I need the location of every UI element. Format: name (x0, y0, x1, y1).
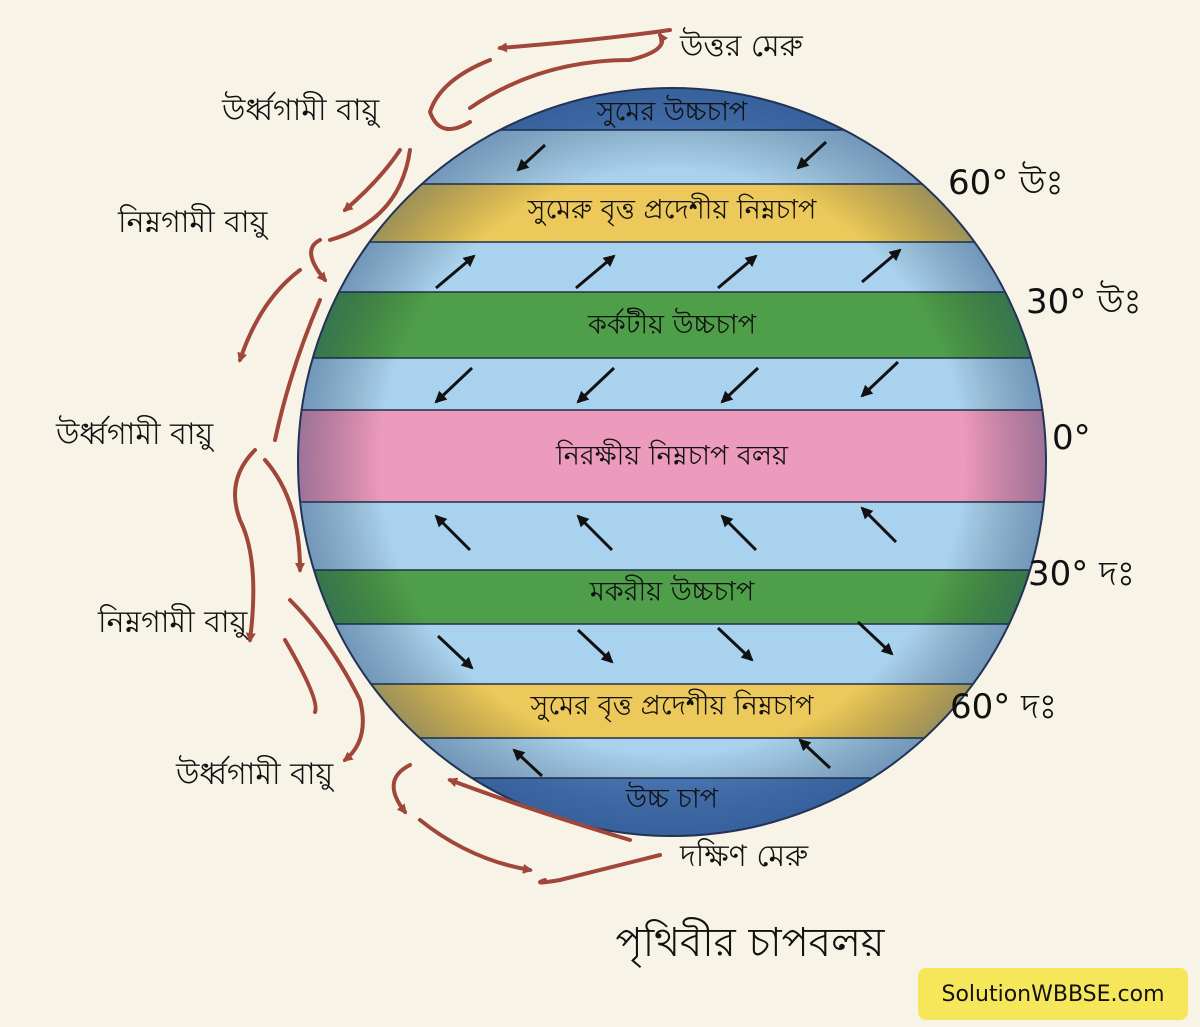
circ-arrow (273, 298, 322, 442)
wind-arrow (434, 514, 472, 552)
north-pole-label: উত্তর মেরু (679, 27, 804, 64)
circ-arrow (497, 28, 672, 53)
circ-arrow (538, 853, 662, 885)
wind-arrow (575, 254, 616, 290)
circ-arrow (342, 148, 402, 212)
circ-arrow (468, 32, 669, 110)
wind-arrow (720, 366, 760, 404)
circ-arrow (263, 458, 305, 573)
label-north-subpolar-low: সুমেরু বৃত্ত প্রদেশীয় নিম্নচাপ (527, 193, 817, 227)
latitude-60s: 60° দঃ (950, 687, 1057, 727)
circ-arrow (283, 638, 318, 714)
label-equatorial-low: নিরক্ষীয় নিম্নচাপ বলয় (555, 439, 789, 472)
circ-arrow (391, 763, 412, 815)
wind-arrow (576, 366, 616, 404)
wind-arrow (716, 626, 754, 662)
circ-arrow (418, 818, 533, 874)
diagram-title: পৃথিবীর চাপবলয় (616, 917, 886, 968)
sinking-air-label-2: নিম্নগামী বায়ু (97, 603, 249, 640)
latitude-30s: 30° দঃ (1028, 554, 1135, 594)
circ-arrow (309, 238, 327, 283)
circ-arrow (237, 268, 302, 363)
wind-arrow (434, 366, 474, 404)
wind-arrow (516, 143, 547, 172)
wind-arrow (860, 506, 898, 544)
globe-outline (297, 87, 1047, 837)
wind-arrow (720, 514, 758, 552)
wind-arrow (861, 248, 902, 284)
circulation-arrows (233, 28, 672, 885)
wind-arrow (512, 748, 544, 778)
wind-arrow (435, 254, 476, 290)
rising-air-label-3: উর্ধ্বগামী বায়ু (175, 755, 335, 792)
wind-arrow (436, 634, 474, 670)
wind-arrow (717, 254, 758, 290)
circ-arrow (427, 58, 492, 132)
label-south-polar-high: উচ্চ চাপ (625, 782, 719, 815)
circ-arrow (233, 448, 257, 643)
label-north-polar-high: সুমের উচ্চচাপ (596, 95, 748, 128)
label-tropic-capricorn-high: মকরীয় উচ্চচাপ (589, 575, 755, 608)
wind-arrow (576, 628, 614, 664)
watermark-badge: SolutionWBBSE.com (918, 968, 1188, 1020)
label-south-subpolar-low: সুমের বৃত্ত প্রদেশীয় নিম্নচাপ (530, 689, 815, 723)
latitude-30n: 30° উঃ (1026, 280, 1142, 322)
wind-arrow (796, 140, 828, 170)
rising-air-label-1: উর্ধ্বগামী বায়ু (221, 91, 381, 128)
circ-arrow (328, 148, 412, 242)
label-tropic-cancer-high: কর্কটীয় উচ্চচাপ (587, 308, 757, 341)
wind-arrow (860, 360, 900, 398)
latitude-60n: 60° উঃ (948, 161, 1064, 203)
wind-arrow (798, 738, 832, 770)
south-pole-label: দক্ষিণ মেরু (679, 838, 809, 874)
wind-arrow (576, 514, 614, 552)
circ-arrow (447, 777, 632, 842)
wind-arrows (434, 140, 902, 778)
sinking-air-label-1: নিম্নগামী বায়ু (117, 203, 269, 240)
rising-air-label-2: উর্ধ্বগামী বায়ু (55, 415, 215, 452)
wind-arrow (856, 620, 894, 656)
latitude-0: 0° (1052, 418, 1091, 458)
circ-arrow (288, 598, 365, 762)
